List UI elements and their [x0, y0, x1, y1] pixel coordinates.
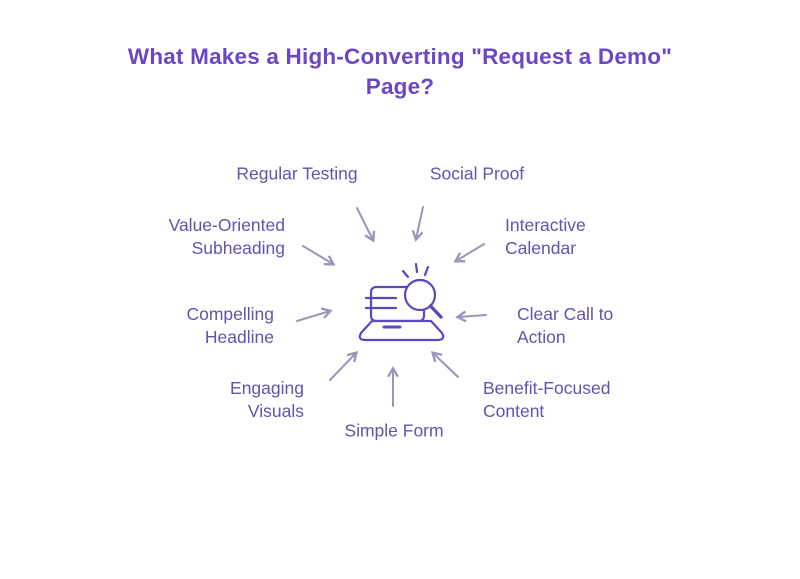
arrow-compelling-headline	[296, 307, 333, 322]
page-title-line-2: Page?	[365, 74, 435, 99]
arrow-social-proof	[411, 206, 424, 242]
laptop-base-shape	[358, 319, 445, 342]
magnifier-lens	[403, 278, 437, 312]
laptop-search-icon	[358, 262, 445, 342]
factor-label-social-proof: Social Proof	[430, 163, 524, 186]
page-title-line-1: What Makes a High-Converting "Request a …	[127, 44, 673, 69]
factor-line: Engaging	[230, 378, 304, 398]
arrow-clear-call-to-action	[455, 310, 487, 323]
factor-label-benefit-focused-content: Benefit-Focused Content	[483, 377, 610, 423]
factor-line: Simple Form	[344, 420, 444, 441]
factor-label-interactive-calendar: Interactive Calendar	[505, 214, 586, 260]
factor-line: Social Proof	[429, 163, 525, 184]
factor-label-compelling-headline: Compelling Headline	[186, 303, 274, 349]
factor-line: Regular Testing	[236, 163, 358, 184]
sparkle-ray-right	[423, 265, 430, 277]
factor-label-engaging-visuals: Engaging Visuals	[230, 377, 304, 423]
factor-label-value-oriented-subheading: Value-Oriented Subheading	[169, 214, 285, 260]
sparkle-ray-left	[401, 269, 410, 279]
factor-line: Interactive	[505, 215, 586, 235]
factor-line: Benefit-Focused	[483, 378, 611, 398]
factor-line: Value-Oriented	[168, 215, 285, 235]
arrow-interactive-calendar	[453, 243, 485, 263]
sparkle-ray-middle	[414, 262, 419, 274]
factor-line: Subheading	[191, 238, 285, 258]
factor-line: Headline	[204, 327, 274, 347]
magnifier-handle	[428, 304, 443, 319]
arrow-benefit-focused-content	[430, 350, 459, 378]
factor-label-simple-form: Simple Form	[344, 420, 443, 443]
factor-line: Clear Call to	[517, 304, 614, 324]
arrow-engaging-visuals	[329, 350, 359, 381]
factor-label-clear-call-to-action: Clear Call to Action	[517, 303, 613, 349]
factor-line: Calendar	[505, 238, 577, 258]
arrow-regular-testing	[356, 207, 376, 243]
factor-line: Content	[483, 401, 545, 421]
page-title: What Makes a High-Converting "Request a …	[0, 42, 800, 102]
factor-label-regular-testing: Regular Testing	[236, 163, 357, 186]
factor-line: Compelling	[186, 304, 274, 324]
factor-line: Action	[517, 327, 566, 347]
arrow-value-oriented-subheading	[302, 245, 336, 266]
factor-line: Visuals	[247, 401, 304, 421]
